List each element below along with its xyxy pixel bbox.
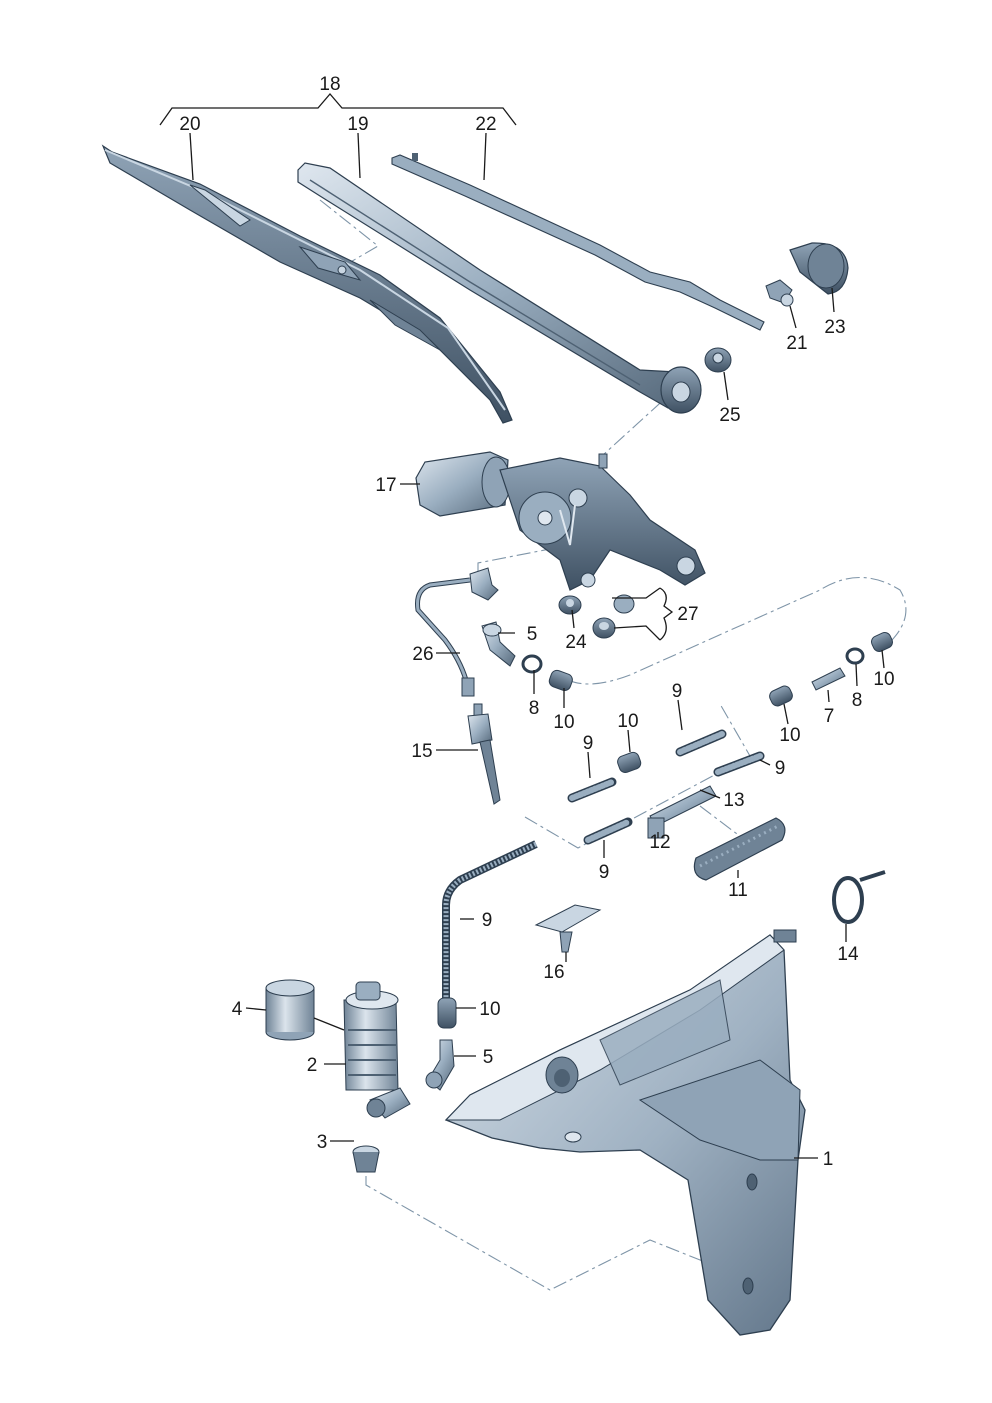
wiper-arm-part <box>297 162 702 414</box>
label-5-lower: 5 <box>483 1047 494 1068</box>
label-9-left: 9 <box>583 733 594 754</box>
label-8-left: 8 <box>529 698 540 719</box>
nut-21-part <box>765 279 794 307</box>
label-4: 4 <box>232 999 243 1020</box>
label-9-long: 9 <box>482 910 493 931</box>
hose-9-pieces <box>567 729 765 845</box>
clamp-8-left-part <box>521 654 543 674</box>
elbow-5-upper-part <box>481 621 516 667</box>
strap-14-part <box>832 870 886 924</box>
tee-12-13-part <box>647 785 717 839</box>
seal-3-part <box>352 1145 380 1173</box>
label-10-left: 10 <box>553 712 574 733</box>
label-9-top: 9 <box>672 681 683 702</box>
label-27: 27 <box>677 604 698 625</box>
wiper-blade-part <box>101 144 513 424</box>
label-10-top-right: 10 <box>873 669 894 690</box>
label-9-right: 9 <box>775 758 786 779</box>
label-20: 20 <box>179 114 200 135</box>
assembly-dash-lines <box>319 199 907 1291</box>
label-1: 1 <box>823 1149 834 1170</box>
ring-4-part <box>265 979 315 1041</box>
sleeve-10-top-right-part <box>871 631 893 653</box>
bush-27-part <box>592 594 635 639</box>
label-10-lower: 10 <box>479 999 500 1020</box>
label-8-right: 8 <box>852 690 863 711</box>
sleeve-10-lower-part <box>437 997 457 1029</box>
sleeve-10-middle-part <box>617 751 642 774</box>
label-7: 7 <box>824 706 835 727</box>
callout-labels: 18 20 19 22 23 21 25 17 5 26 27 24 8 10 … <box>179 74 894 1170</box>
clip-16-part <box>534 904 602 953</box>
elbow-5-lower-part <box>425 1039 455 1091</box>
label-14: 14 <box>837 944 859 965</box>
label-13: 13 <box>723 790 744 811</box>
label-10-middle: 10 <box>617 711 638 732</box>
hose-26-part <box>415 567 499 697</box>
label-21: 21 <box>786 333 807 354</box>
reservoir-1-part <box>444 929 806 1336</box>
leader-lines <box>159 93 885 1159</box>
sleeve-10-left-part <box>548 669 573 692</box>
label-24: 24 <box>565 632 587 653</box>
hose-9-long-part <box>442 840 538 1000</box>
label-10-mid-right: 10 <box>779 725 800 746</box>
cap-part <box>789 242 849 295</box>
pump-2-part <box>343 981 411 1119</box>
nut-25-part <box>704 347 732 373</box>
label-2: 2 <box>307 1055 318 1076</box>
label-18: 18 <box>319 74 340 95</box>
label-16: 16 <box>543 962 564 983</box>
label-12: 12 <box>649 832 670 853</box>
connector-7-part <box>811 667 846 691</box>
label-15: 15 <box>411 741 432 762</box>
sleeve-10-mid-right-part <box>769 685 793 707</box>
label-19: 19 <box>347 114 368 135</box>
label-11: 11 <box>728 880 748 901</box>
clamp-8-right-part <box>845 647 865 665</box>
label-9-bottom: 9 <box>599 862 610 883</box>
nozzle-15-part <box>467 703 501 805</box>
label-5-upper: 5 <box>527 624 538 645</box>
label-3: 3 <box>317 1132 328 1153</box>
label-25: 25 <box>719 405 740 426</box>
arm-cover-part <box>391 153 765 331</box>
label-23: 23 <box>824 317 845 338</box>
foam-11-part <box>693 817 786 881</box>
nut-24-part <box>558 595 582 615</box>
label-22: 22 <box>475 114 496 135</box>
wiper-motor-part <box>415 451 706 591</box>
label-17: 17 <box>375 475 396 496</box>
label-26: 26 <box>412 644 433 665</box>
